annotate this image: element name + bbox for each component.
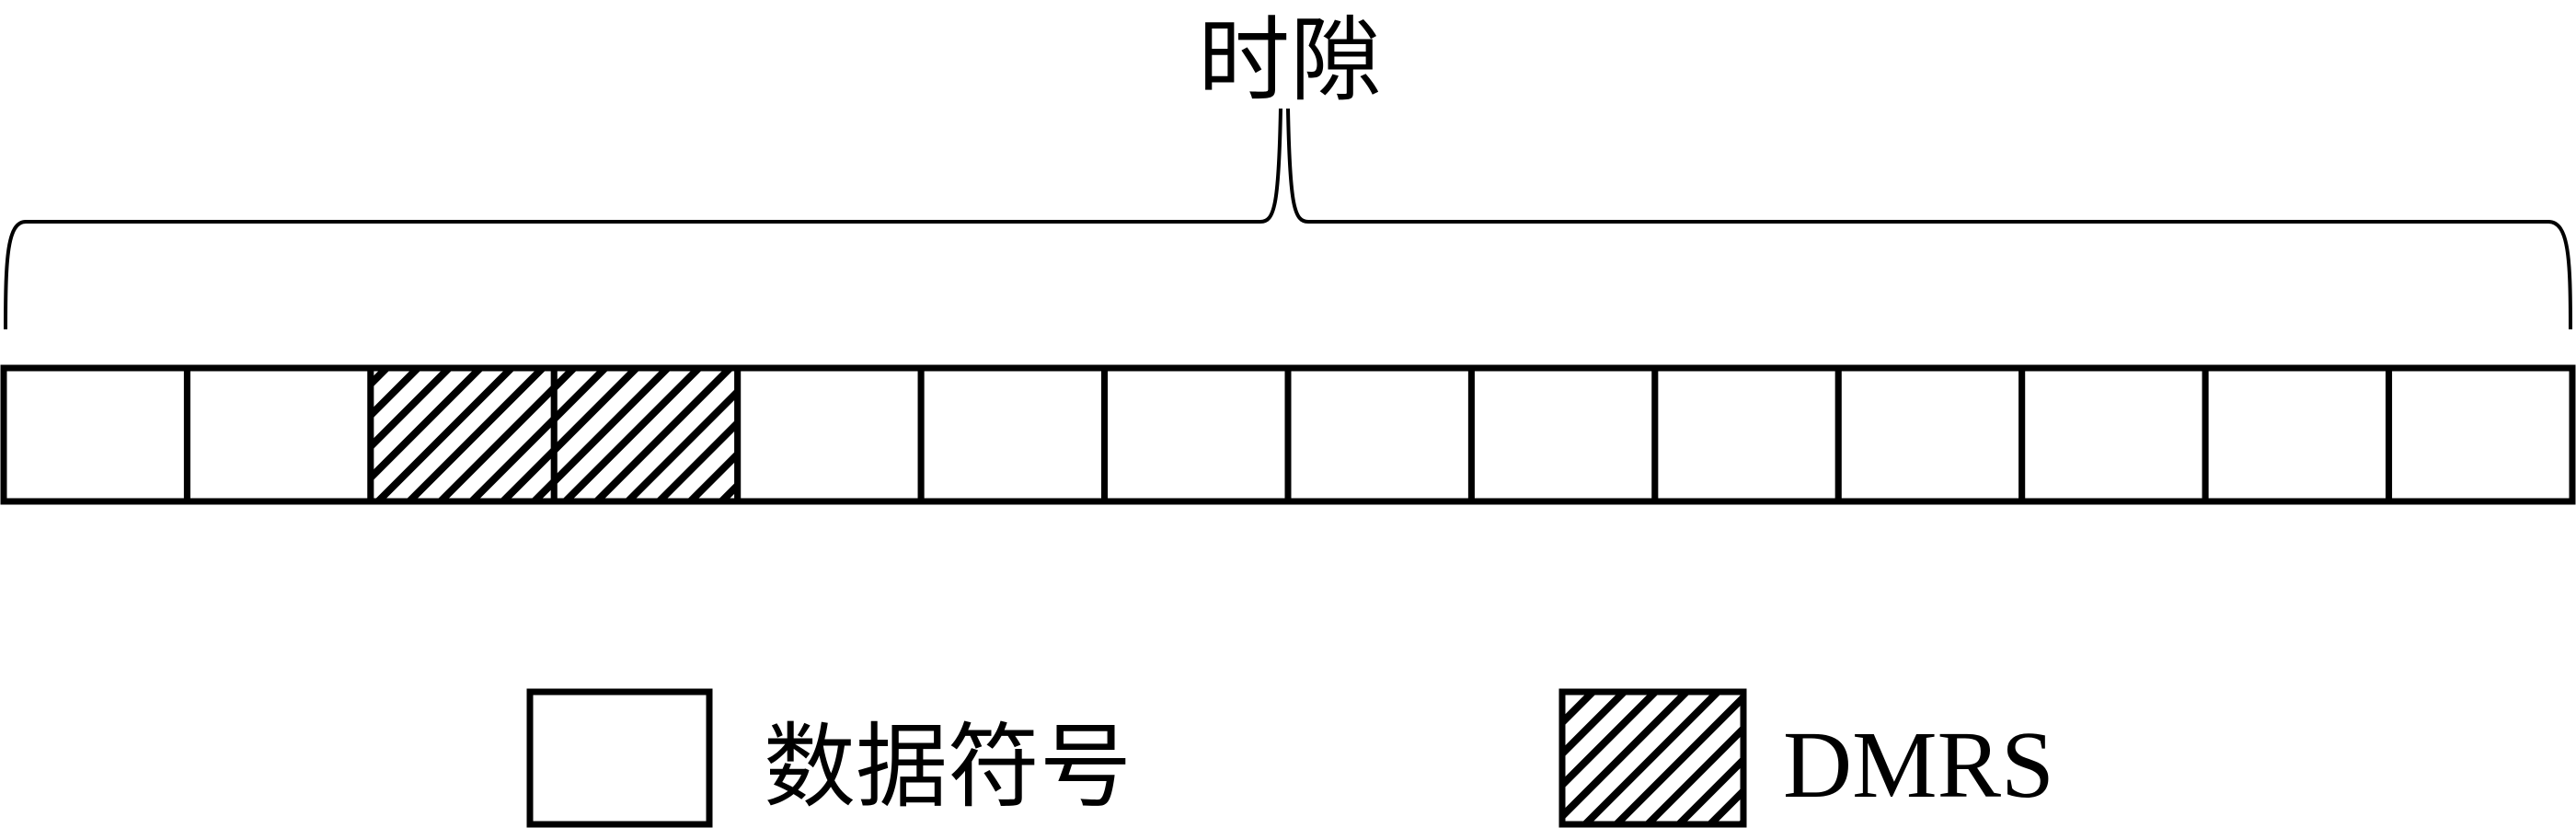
data-symbol [2202, 364, 2393, 505]
data-symbol [917, 364, 1109, 505]
data-symbol [734, 364, 925, 505]
data-symbol [1101, 364, 1292, 505]
legend-data-symbol-label: 数据符号 [764, 713, 1132, 821]
dmrs-symbol [367, 364, 558, 505]
data-symbol [183, 364, 374, 505]
data-symbol [1651, 364, 1842, 505]
slot-title: 时隙 [1198, 6, 1382, 114]
slot-symbols [0, 364, 2576, 505]
data-symbol [1467, 364, 1659, 505]
legend-dmrs-swatch [1558, 688, 1747, 828]
data-symbol [2018, 364, 2209, 505]
dmrs-symbol [550, 364, 742, 505]
legend-dmrs-label: DMRS [1783, 712, 2054, 818]
legend-data-symbol-swatch [526, 688, 713, 828]
data-symbol [0, 364, 190, 505]
data-symbol [2386, 364, 2576, 505]
slot-brace [4, 108, 2572, 330]
data-symbol [1834, 364, 2026, 505]
data-symbol [1284, 364, 1475, 505]
